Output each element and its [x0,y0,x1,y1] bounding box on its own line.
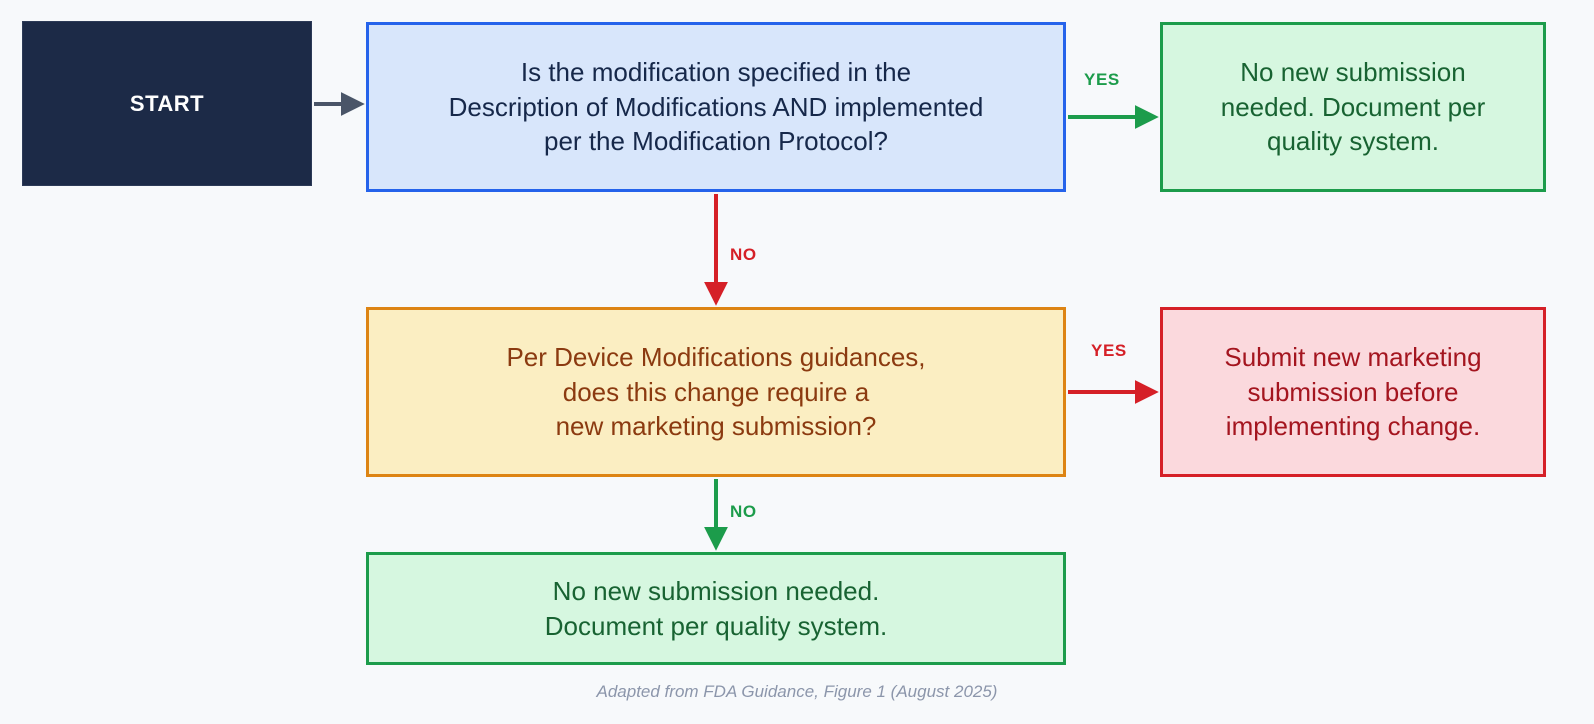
node-outcome-1-label: No new submission needed. Document per q… [1220,57,1486,157]
node-start-label: START [129,90,205,116]
node-outcome-no-submission-document[interactable]: No new submission needed. Document per q… [1160,22,1546,192]
node-outcome-2-label: Submit new marketing submission before i… [1224,342,1482,442]
node-outcome-submit-new-marketing[interactable]: Submit new marketing submission before i… [1160,307,1546,477]
figure-caption: Adapted from FDA Guidance, Figure 1 (Aug… [596,682,998,701]
node-start[interactable]: START [22,21,312,186]
node-outcome-no-submission-needed[interactable]: No new submission needed. Document per q… [366,552,1066,665]
node-decision-1-label: Is the modification specified in the Des… [448,57,984,157]
node-decision-requires-new-submission[interactable]: Per Device Modifications guidances, does… [366,307,1066,477]
edge-label-decision-1-no: NO [730,245,757,264]
node-decision-2-label: Per Device Modifications guidances, does… [506,342,926,442]
edge-label-decision-2-yes: YES [1091,341,1127,360]
node-decision-modification-protocol[interactable]: Is the modification specified in the Des… [366,22,1066,192]
edge-label-decision-1-yes: YES [1084,70,1120,89]
node-outcome-3-label: No new submission needed. Document per q… [544,575,888,641]
edge-label-decision-2-no: NO [730,502,757,521]
